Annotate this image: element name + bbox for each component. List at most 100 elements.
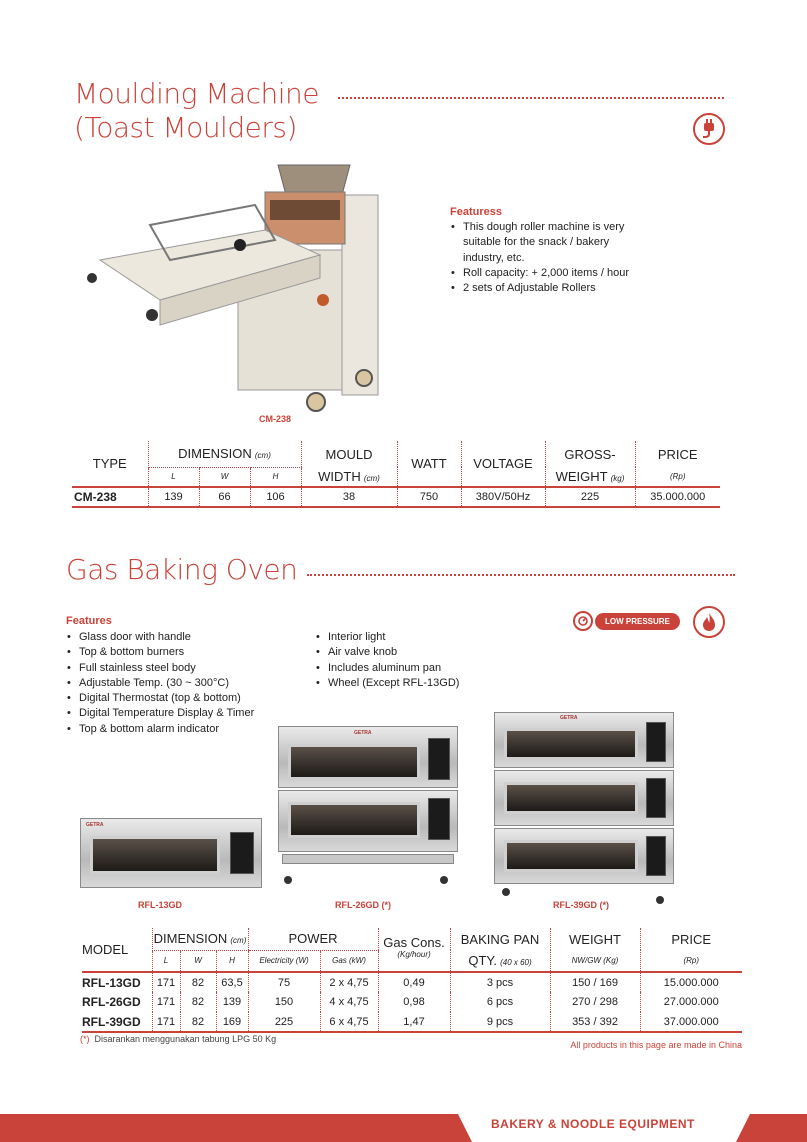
- footnote-text: Disarankan menggunakan tabung LPG 50 Kg: [94, 1034, 277, 1044]
- footer-bar: [0, 1114, 458, 1142]
- cell-baking-pan: 6 pcs: [449, 992, 550, 1012]
- cell-watt: 750: [396, 487, 461, 507]
- moulding-spec-table: TYPE DIMENSION (cm) MOULD WATT VOLTAGE G…: [72, 441, 720, 508]
- col-header-dimension: DIMENSION (cm): [147, 441, 301, 468]
- cell-electricity: 75: [247, 972, 320, 992]
- cell-gas: 4 x 4,75: [319, 992, 378, 1012]
- section2-title-rule: [307, 574, 735, 576]
- col-header-weight-unit: NW/GW (Kg): [549, 950, 640, 972]
- cell-price: 35.000.000: [634, 487, 720, 507]
- section2-features-list-1: Glass door with handle Top & bottom burn…: [66, 630, 306, 737]
- cell-weight: 150 / 169: [549, 972, 640, 992]
- col-header-gross-2: WEIGHT (kg): [544, 467, 635, 487]
- cell-w: 66: [198, 487, 250, 507]
- list-item: Roll capacity: + 2,000 items / hour: [450, 266, 650, 282]
- section2-features-heading: Features: [66, 615, 112, 627]
- list-item: This dough roller machine is very suitab…: [450, 220, 650, 266]
- section2-features-list-2: Interior light Air valve knob Includes a…: [315, 630, 495, 691]
- oven-brand-label: GETRA: [354, 730, 372, 736]
- table-row: CM-238 139 66 106 38 750 380V/50Hz 225 3…: [72, 487, 720, 507]
- col-header-voltage: VOLTAGE: [460, 441, 545, 487]
- table-row: RFL-26GD 171 82 139 150 4 x 4,75 0,98 6 …: [82, 992, 742, 1012]
- cell-weight: 353 / 392: [549, 1012, 640, 1032]
- section1-features-list: This dough roller machine is very suitab…: [450, 220, 650, 297]
- oven-brand-label: GETRA: [560, 715, 578, 721]
- list-item: 2 sets of Adjustable Rollers: [450, 281, 650, 297]
- section1-title-line1: Moulding Machine: [74, 77, 320, 110]
- cell-model: RFL-39GD: [82, 1014, 141, 1029]
- list-item: Includes aluminum pan: [315, 661, 495, 677]
- col-header-qty: QTY. (40 x 60): [449, 950, 550, 972]
- footnote-mark: (*): [80, 1034, 90, 1044]
- cell-w: 82: [179, 1012, 216, 1032]
- cell-h: 106: [249, 487, 301, 507]
- list-item: Top & bottom alarm indicator: [66, 722, 306, 738]
- footer-label: BAKERY & NOODLE EQUIPMENT: [491, 1117, 695, 1131]
- cell-voltage: 380V/50Hz: [460, 487, 545, 507]
- list-item: Adjustable Temp. (30 ~ 300°C): [66, 676, 306, 692]
- cell-type: CM-238: [74, 490, 117, 504]
- cell-model: RFL-13GD: [82, 975, 141, 990]
- col-header-price-unit: (Rp): [634, 467, 720, 487]
- oven-caption-3: RFL-39GD (*): [553, 900, 609, 910]
- table-row: RFL-39GD 171 82 169 225 6 x 4,75 1,47 9 …: [82, 1012, 742, 1032]
- footer-bar-right: [736, 1114, 807, 1142]
- cell-w: 82: [179, 992, 216, 1012]
- col-header-mould: MOULD: [300, 441, 397, 467]
- col-header-h: H: [249, 467, 301, 487]
- cell-gas: 6 x 4,75: [319, 1012, 378, 1032]
- cell-price: 15.000.000: [639, 972, 742, 992]
- moulding-machine-image: [80, 160, 380, 415]
- oven-spec-table: MODEL DIMENSION (cm) POWER Gas Cons. BAK…: [82, 928, 742, 1033]
- oven-caption-1: RFL-13GD: [137, 900, 182, 910]
- cell-price: 27.000.000: [639, 992, 742, 1012]
- cell-l: 139: [147, 487, 199, 507]
- col-header-price-unit: (Rp): [639, 950, 742, 972]
- oven-brand-label: GETRA: [86, 822, 104, 828]
- list-item: Full stainless steel body: [66, 661, 306, 677]
- table-row: RFL-13GD 171 82 63,5 75 2 x 4,75 0,49 3 …: [82, 972, 742, 992]
- cell-baking-pan: 9 pcs: [449, 1012, 550, 1032]
- cell-gas-cons: 0,98: [377, 992, 450, 1012]
- col-header-mould-2: WIDTH (cm): [300, 467, 397, 487]
- plug-icon: [693, 113, 725, 145]
- list-item: Interior light: [315, 630, 495, 646]
- cell-baking-pan: 3 pcs: [449, 972, 550, 992]
- gauge-icon: [573, 611, 593, 631]
- col-header-price: PRICE: [639, 928, 742, 950]
- cell-electricity: 225: [247, 1012, 320, 1032]
- list-item: Digital Temperature Display & Timer: [66, 706, 306, 722]
- footer-bar-slant: [440, 1114, 472, 1142]
- cell-l: 171: [151, 972, 180, 992]
- col-header-model: MODEL: [82, 942, 129, 957]
- cell-electricity: 150: [247, 992, 320, 1012]
- cell-gross: 225: [544, 487, 635, 507]
- cell-gas-cons: 0,49: [377, 972, 450, 992]
- col-header-electricity: Electricity (W): [247, 950, 320, 972]
- section1-title-rule: [338, 97, 724, 99]
- col-header-gas: Gas (kW): [319, 950, 378, 972]
- low-pressure-badge: LOW PRESSURE: [595, 613, 680, 630]
- section1-title-line2: (Toast Moulders): [74, 111, 297, 144]
- footnote: (*) Disarankan menggunakan tabung LPG 50…: [80, 1034, 276, 1044]
- oven-rfl-26gd-image: GETRA: [278, 726, 458, 891]
- cell-l: 171: [151, 992, 180, 1012]
- cell-price: 37.000.000: [639, 1012, 742, 1032]
- col-header-gross: GROSS-: [544, 441, 635, 467]
- cell-h: 169: [215, 1012, 248, 1032]
- cell-gas: 2 x 4,75: [319, 972, 378, 992]
- list-item: Wheel (Except RFL-13GD): [315, 676, 495, 692]
- col-header-w: W: [198, 467, 250, 487]
- col-header-h: H: [215, 950, 248, 972]
- cell-mould: 38: [300, 487, 397, 507]
- cell-weight: 270 / 298: [549, 992, 640, 1012]
- section1-image-caption: CM-238: [258, 414, 291, 424]
- list-item: Top & bottom burners: [66, 645, 306, 661]
- col-header-gas-cons-unit: (Kg/hour): [377, 950, 450, 972]
- col-header-watt: WATT: [396, 441, 461, 487]
- oven-rfl-13gd-image: GETRA: [80, 818, 262, 892]
- section1-features-heading: Featuress: [450, 206, 502, 218]
- col-header-w: W: [179, 950, 216, 972]
- col-header-price: PRICE: [634, 441, 720, 467]
- cell-model: RFL-26GD: [82, 995, 141, 1009]
